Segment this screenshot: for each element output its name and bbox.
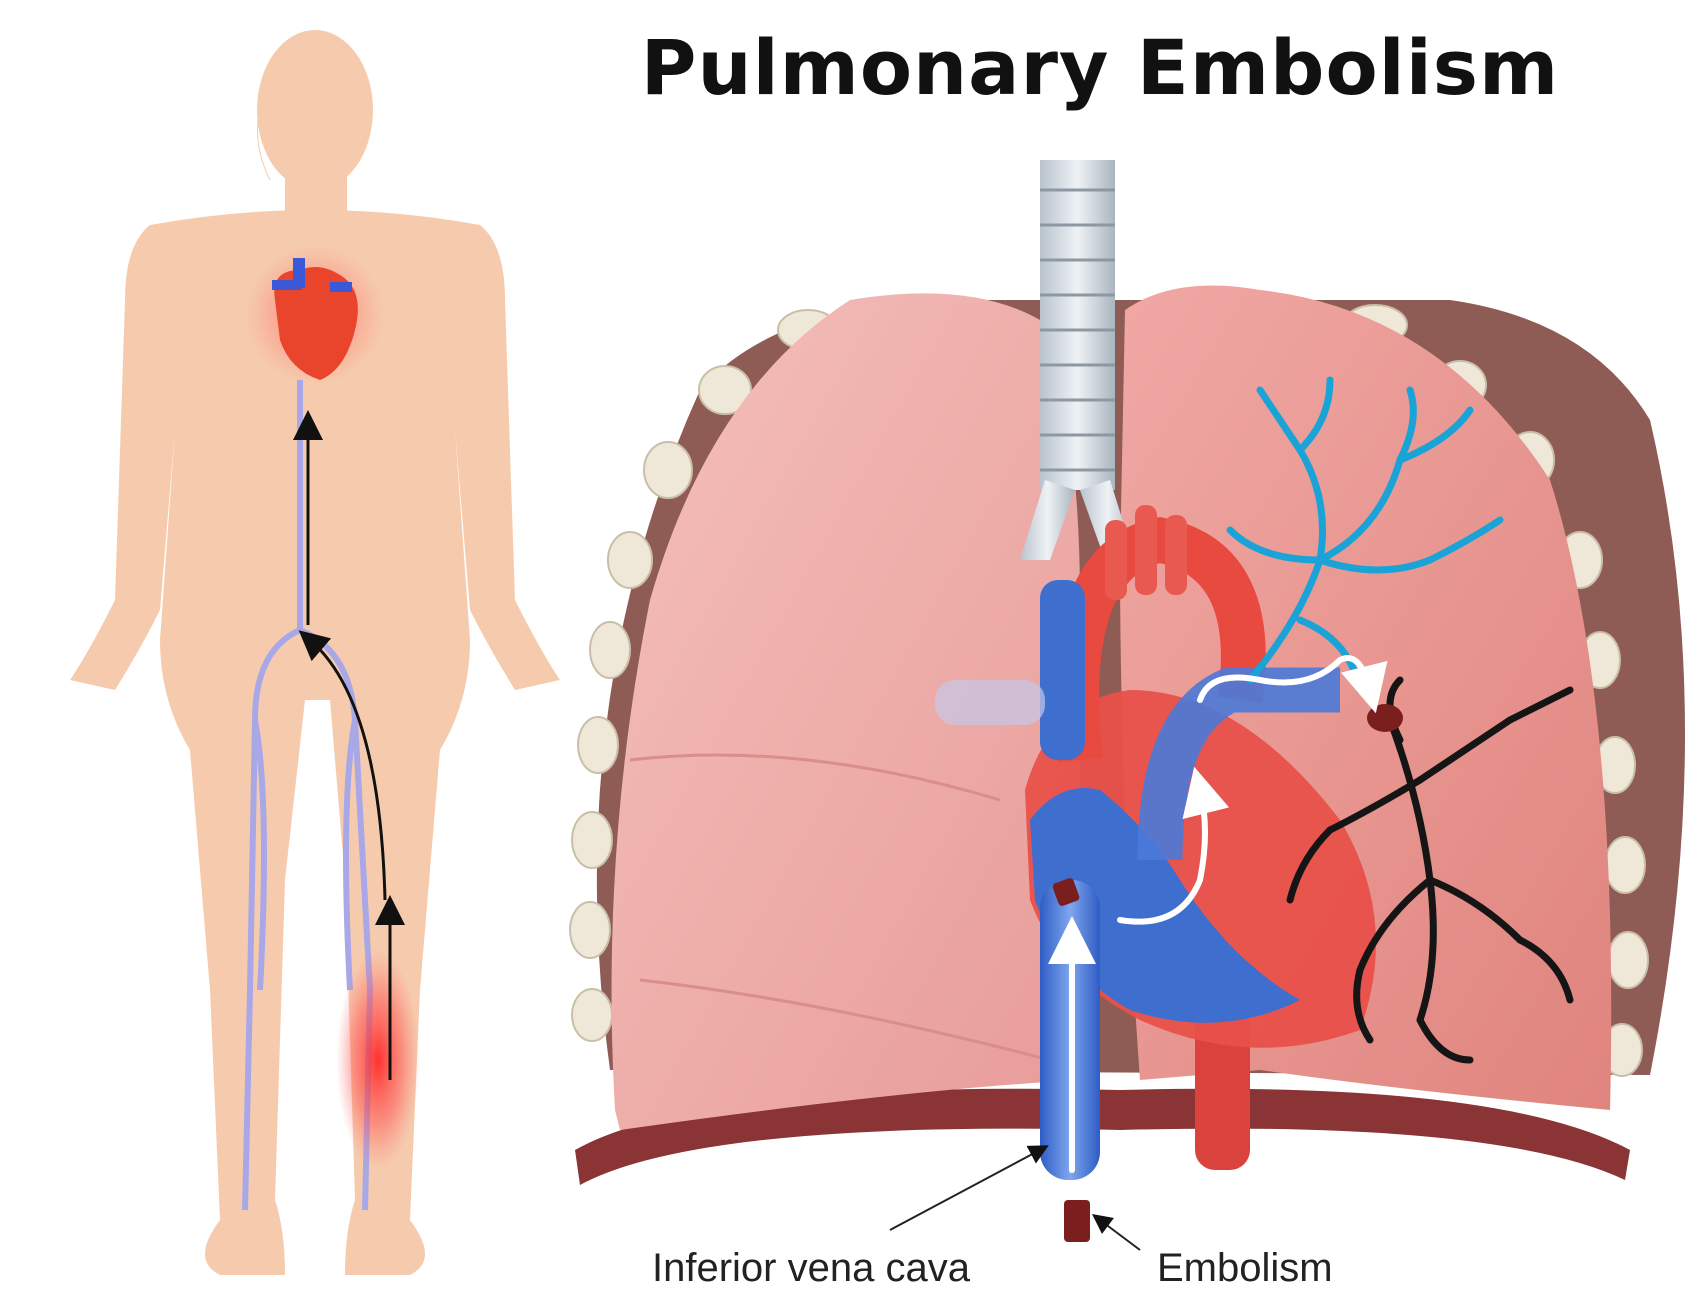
thorax-diagram <box>570 160 1685 1250</box>
label-inferior-vena-cava: Inferior vena cava <box>652 1248 970 1288</box>
diagram-title: Pulmonary Embolism <box>600 30 1600 106</box>
human-body-figure <box>70 30 560 1275</box>
embolism-clot-icon <box>1064 1200 1090 1242</box>
label-embolism: Embolism <box>1157 1248 1333 1288</box>
lodged-embolus <box>1367 704 1403 732</box>
trachea <box>1040 160 1115 490</box>
clot-site-inflammation <box>336 950 420 1170</box>
